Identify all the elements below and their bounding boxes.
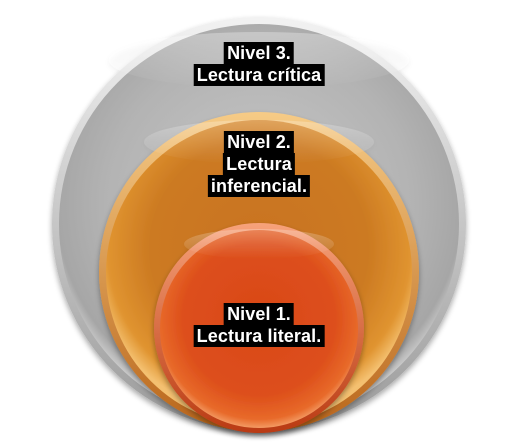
level-3-label: Nivel 3. Lectura crítica <box>193 42 325 86</box>
level-2-subtitle-2: inferencial. <box>207 175 311 197</box>
level-3-title: Nivel 3. <box>224 42 294 64</box>
level-2-label: Nivel 2. Lectura inferencial. <box>207 131 311 197</box>
level-2-subtitle: Lectura <box>223 153 295 175</box>
level-1-label: Nivel 1. Lectura literal. <box>193 303 325 347</box>
level-1-title: Nivel 1. <box>224 303 294 325</box>
level-3-subtitle: Lectura crítica <box>193 64 325 86</box>
level-1-subtitle: Lectura literal. <box>193 325 325 347</box>
level-2-title: Nivel 2. <box>224 131 294 153</box>
